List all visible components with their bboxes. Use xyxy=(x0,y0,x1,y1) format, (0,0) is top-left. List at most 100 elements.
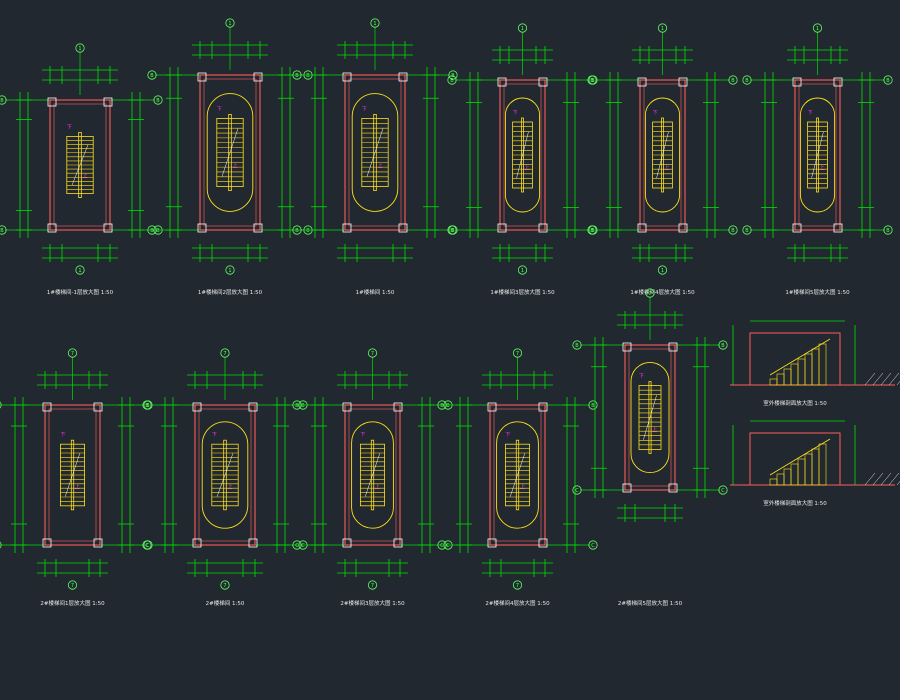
plan-title: 1#楼梯间5层放大图 1:50 xyxy=(785,288,850,296)
ground-hatch xyxy=(872,472,884,486)
column xyxy=(833,223,843,233)
axis-top-label: 1 xyxy=(228,21,231,27)
stair-handrail xyxy=(373,114,377,191)
ground-hatch xyxy=(864,372,876,386)
axis-top-label: 7 xyxy=(71,351,74,357)
column xyxy=(197,72,207,82)
axis-right-bottom-label: C xyxy=(146,543,150,549)
axis-bottom-label: 1 xyxy=(661,268,664,274)
axis-bottom-label: 1 xyxy=(521,268,524,274)
direction-label-up: 上 xyxy=(228,484,233,491)
axis-right-top-bubble xyxy=(153,95,163,105)
axis-right-top-label: B xyxy=(301,403,305,409)
column xyxy=(103,97,113,107)
column xyxy=(47,223,57,233)
section-step xyxy=(783,468,792,486)
oval-railing xyxy=(201,421,249,529)
axis-left-bottom-label: B xyxy=(295,228,299,234)
stair-direction-arrow xyxy=(366,128,384,177)
wall-outer xyxy=(624,344,676,491)
axis-top-bubble xyxy=(812,23,823,33)
stair-section-1: 室外楼梯剖面放大图 1:50 xyxy=(730,320,900,407)
axis-right-bottom-label: B xyxy=(886,228,890,234)
direction-label-up: 上 xyxy=(524,165,529,172)
oval-railing xyxy=(630,361,670,474)
column xyxy=(342,223,352,233)
axis-left-top-label: B xyxy=(295,403,299,409)
axis-top-bubble xyxy=(67,348,78,358)
axis-left-top-label: B xyxy=(150,73,154,79)
axis-bottom-label: 1 xyxy=(78,268,81,274)
axis-left-top-label: B xyxy=(295,73,299,79)
plan-title: 1#楼梯间4层放大图 1:50 xyxy=(630,288,695,296)
stair-direction-arrow xyxy=(216,453,234,497)
wall-outer xyxy=(344,404,401,546)
axis-left-top-bubble xyxy=(437,400,447,410)
direction-label-up: 上 xyxy=(75,484,80,491)
stair-handrail xyxy=(521,117,524,193)
axis-right-top-bubble xyxy=(718,340,728,350)
section-handrail xyxy=(769,338,831,376)
stair-handrail xyxy=(648,381,652,454)
axis-top-label: 7 xyxy=(516,351,519,357)
section-step xyxy=(818,343,827,386)
axis-left-bottom-label: B xyxy=(0,228,4,234)
ground-hatch xyxy=(880,472,892,486)
section-step xyxy=(811,348,820,386)
oval-railing xyxy=(504,97,541,213)
axis-right-bottom-label: C xyxy=(301,543,305,549)
axis-left-top-bubble xyxy=(292,70,302,80)
column xyxy=(342,402,352,412)
oval-railing xyxy=(496,421,539,529)
column xyxy=(248,538,258,548)
column xyxy=(47,97,57,107)
ground-hatch xyxy=(888,372,900,386)
direction-label-down: 下 xyxy=(362,106,367,112)
section-step xyxy=(797,458,806,486)
stair-handrail xyxy=(816,117,819,193)
direction-label-down: 下 xyxy=(653,110,658,116)
axis-right-bottom-label: B xyxy=(306,228,310,234)
axis-left-bottom-bubble xyxy=(0,541,2,549)
stair-handrail xyxy=(78,131,82,198)
axis-top-label: 1 xyxy=(816,26,819,32)
wall-outer xyxy=(344,74,406,231)
axis-left-top-label: B xyxy=(575,343,579,349)
axis-right-bottom-label: C xyxy=(446,543,450,549)
column xyxy=(253,72,263,82)
column xyxy=(538,402,548,412)
wall-inner xyxy=(53,103,107,227)
wall-outer xyxy=(194,404,256,546)
axis-right-bottom-bubble xyxy=(883,225,893,235)
axis-bottom-bubble xyxy=(657,265,668,275)
axis-left-bottom-label: B xyxy=(150,228,154,234)
column xyxy=(93,402,103,412)
direction-label-down: 下 xyxy=(505,432,510,438)
axis-right-bottom-label: C xyxy=(591,543,595,549)
plan-title: 1#楼梯间3层放大图 1:50 xyxy=(490,288,555,296)
stair-direction-arrow xyxy=(643,395,657,440)
plan-title: 2#楼梯间4层放大图 1:50 xyxy=(485,599,550,607)
wall-outer xyxy=(639,79,686,231)
plan-title: 1#楼梯间2层放大图 1:50 xyxy=(198,288,263,296)
direction-label-up: 上 xyxy=(520,484,525,491)
axis-left-bottom-bubble xyxy=(292,225,302,235)
direction-label-down: 下 xyxy=(513,110,518,116)
axis-left-bottom-bubble xyxy=(572,485,582,495)
column xyxy=(668,483,678,493)
axis-left-top-bubble xyxy=(0,95,7,105)
column xyxy=(248,402,258,412)
stair-direction-arrow xyxy=(65,453,80,497)
direction-label-up: 上 xyxy=(233,163,238,170)
axis-left-top-label: B xyxy=(450,78,454,84)
axis-right-top-bubble xyxy=(883,75,893,85)
column xyxy=(342,538,352,548)
axis-left-bottom-label: B xyxy=(590,228,594,234)
plan-title: 2#楼梯间 1:50 xyxy=(206,599,245,607)
